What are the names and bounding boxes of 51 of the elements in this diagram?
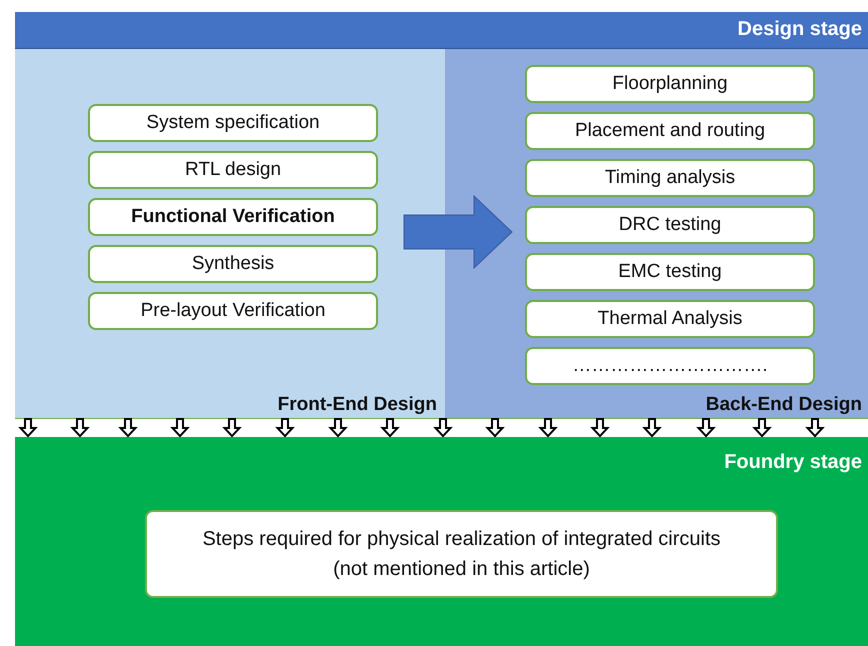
step-label: Floorplanning (612, 73, 728, 95)
section-title: Back-End Design (706, 394, 862, 416)
arrow (222, 418, 242, 438)
process-box (525, 112, 815, 150)
section-title: Front-End Design (278, 394, 437, 416)
step-label: …………………………. (572, 355, 768, 377)
step-label: Placement and routing (574, 120, 766, 142)
process-box (525, 65, 815, 103)
process-box (525, 253, 815, 291)
arrow (485, 418, 505, 438)
step-label: EMC testing (618, 261, 722, 283)
step-label: System specification (146, 112, 320, 134)
step-label: Pre-layout Verification (140, 300, 326, 322)
arrow (590, 418, 610, 438)
step-label: Thermal Analysis (598, 308, 742, 330)
arrow (433, 418, 453, 438)
arrow (696, 418, 716, 438)
arrow (170, 418, 190, 438)
process-box (525, 347, 815, 385)
arrow (328, 418, 348, 438)
process-box (88, 292, 378, 330)
process-box (525, 300, 815, 338)
process-box (525, 159, 815, 197)
process-box (88, 151, 378, 189)
arrow (275, 418, 295, 438)
block-arrow (404, 194, 513, 270)
foundry-stage-panel (15, 437, 868, 646)
back-end-panel (445, 48, 868, 418)
stage-title: Foundry stage (724, 451, 862, 474)
arrow (752, 418, 772, 438)
step-label: Functional Verification (131, 206, 335, 228)
arrow (118, 418, 138, 438)
step-label: Synthesis (192, 253, 274, 275)
process-box (525, 206, 815, 244)
design-stage-panel (15, 12, 868, 418)
process-box (88, 245, 378, 283)
arrow (380, 418, 400, 438)
process-box (88, 198, 378, 236)
front-end-panel (15, 48, 445, 418)
note-box (145, 510, 778, 598)
stage-title: Design stage (738, 18, 862, 41)
arrow (538, 418, 558, 438)
step-label: Steps required for physical realization of integrated circuits (not mentioned in this article) (201, 527, 722, 582)
arrow (805, 418, 825, 438)
process-box (88, 104, 378, 142)
step-label: Timing analysis (604, 167, 736, 189)
arrow (18, 418, 38, 438)
step-label: RTL design (184, 159, 282, 181)
arrow (642, 418, 662, 438)
step-label: DRC testing (618, 214, 722, 236)
arrow (70, 418, 90, 438)
